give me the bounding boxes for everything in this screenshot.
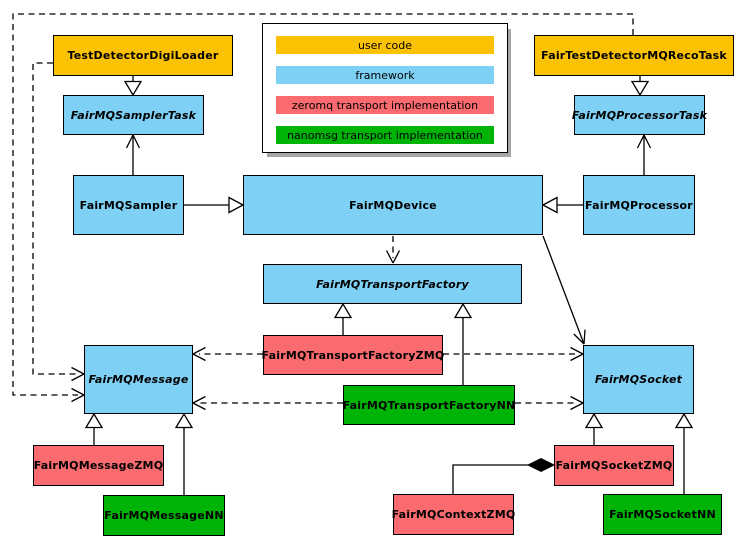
- edge-digiloader-extends-samplertask: [123, 76, 143, 97]
- edge-factoryzmq-extends-factory: [333, 302, 353, 335]
- node-label: FairMQSamplerTask: [70, 108, 197, 122]
- node-label: FairMQProcessor: [585, 198, 693, 212]
- legend-item-user-code: user code: [276, 36, 494, 54]
- node-fairmq-device: FairMQDevice: [243, 175, 543, 235]
- node-label: FairMQSampler: [79, 198, 178, 212]
- edge-factorynn-extends-factory: [453, 302, 473, 385]
- edge-device-depends-transportfactory: [385, 236, 401, 264]
- node-fair-test-detector-mq-reco-task: FairTestDetectorMQRecoTask: [534, 35, 734, 76]
- legend-label: nanomsg transport implementation: [287, 128, 483, 142]
- edge-processor-extends-device: [541, 196, 583, 214]
- edge-messagenn-extends-message: [174, 412, 194, 495]
- legend-item-nanomsg: nanomsg transport implementation: [276, 126, 494, 144]
- edge-messagezmq-extends-message: [84, 412, 104, 445]
- node-label: FairMQSocketZMQ: [555, 459, 673, 472]
- node-label: TestDetectorDigiLoader: [67, 49, 219, 62]
- node-label: FairMQDevice: [349, 198, 437, 212]
- legend-label: user code: [357, 38, 413, 52]
- node-label: FairMQTransportFactoryZMQ: [261, 348, 445, 362]
- node-fairmq-transport-factory: FairMQTransportFactory: [263, 264, 522, 304]
- node-label: FairMQTransportFactoryNN: [342, 398, 516, 412]
- edge-factoryzmq-creates-socket: [443, 346, 584, 362]
- legend-label: framework: [355, 68, 415, 82]
- edge-recotask-depends-message: [12, 13, 634, 403]
- node-label: FairMQMessage: [88, 373, 189, 386]
- edge-sampler-uses-samplertask: [125, 134, 141, 175]
- edge-processor-uses-processortask: [636, 134, 652, 175]
- node-fairmq-transport-factory-zmq: FairMQTransportFactoryZMQ: [261, 335, 445, 375]
- node-fairmq-message: FairMQMessage: [84, 345, 193, 414]
- node-label: FairMQProcessorTask: [571, 108, 708, 122]
- node-label: FairMQContextZMQ: [391, 508, 516, 521]
- node-fairmq-context-zmq: FairMQContextZMQ: [391, 494, 516, 535]
- edge-factorynn-creates-message: [192, 395, 343, 411]
- node-fairmq-processor: FairMQProcessor: [583, 175, 695, 235]
- node-fairmq-socket: FairMQSocket: [583, 345, 694, 414]
- legend: user code framework zeromq transport imp…: [262, 23, 508, 153]
- legend-item-framework: framework: [276, 66, 494, 84]
- node-label: FairMQMessageNN: [104, 509, 224, 522]
- node-label: FairMQSocket: [594, 373, 683, 386]
- edge-socketzmq-extends-socket: [584, 412, 604, 445]
- node-fairmq-transport-factory-nn: FairMQTransportFactoryNN: [343, 385, 515, 425]
- node-fairmq-message-nn: FairMQMessageNN: [103, 495, 225, 536]
- node-fairmq-processor-task: FairMQProcessorTask: [571, 95, 708, 135]
- node-label: FairTestDetectorMQRecoTask: [541, 49, 727, 62]
- legend-label: zeromq transport implementation: [291, 98, 479, 112]
- edge-device-uses-socket: [542, 235, 586, 345]
- edge-socketnn-extends-socket: [674, 412, 694, 494]
- edge-digiloader-depends-message: [32, 62, 85, 382]
- node-fairmq-message-zmq: FairMQMessageZMQ: [33, 445, 164, 486]
- node-label: FairMQMessageZMQ: [33, 459, 164, 472]
- node-test-detector-digi-loader: TestDetectorDigiLoader: [53, 35, 233, 76]
- node-label: FairMQTransportFactory: [316, 277, 469, 291]
- edge-recotask-extends-processortask: [630, 76, 650, 97]
- node-fairmq-sampler: FairMQSampler: [73, 175, 184, 235]
- edge-sampler-extends-device: [184, 196, 245, 214]
- node-fairmq-sampler-task: FairMQSamplerTask: [63, 95, 204, 135]
- node-fairmq-socket-zmq: FairMQSocketZMQ: [554, 445, 674, 486]
- legend-item-zeromq: zeromq transport implementation: [276, 96, 494, 114]
- edge-factorynn-creates-socket: [515, 395, 584, 411]
- edge-factoryzmq-creates-message: [192, 346, 263, 362]
- node-fairmq-socket-nn: FairMQSocketNN: [603, 494, 722, 535]
- edge-socketzmq-owns-contextzmq: [452, 457, 556, 494]
- node-label: FairMQSocketNN: [609, 508, 716, 521]
